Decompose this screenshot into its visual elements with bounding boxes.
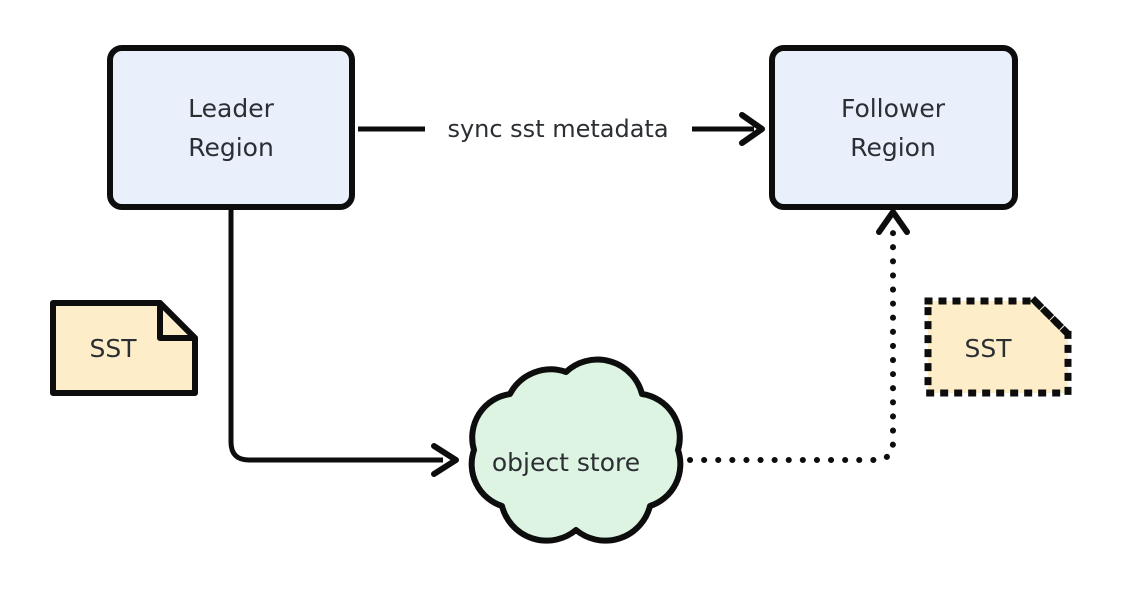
object-store-cloud[interactable]: object store <box>468 356 684 544</box>
follower-region-label-line2: Region <box>850 133 936 162</box>
edge-leader-to-object-store <box>228 210 459 477</box>
edge-fetch-path <box>687 225 896 463</box>
sst-right-label: SST <box>964 334 1012 363</box>
follower-region-box[interactable]: Follower Region <box>769 45 1018 210</box>
edge-object-store-to-follower <box>687 209 910 463</box>
leader-region-box[interactable]: Leader Region <box>107 45 355 210</box>
leader-region-label-line2: Region <box>188 133 274 162</box>
sst-right-fill[interactable] <box>928 301 1068 393</box>
leader-region-rect[interactable] <box>107 45 355 210</box>
sst-document-left[interactable]: SST <box>50 300 198 396</box>
sst-right-fold-icon <box>1030 296 1073 339</box>
edge-sync-sst-metadata: sync sst metadata <box>358 112 765 146</box>
edge-sync-label: sync sst metadata <box>447 115 668 143</box>
object-store-cloud-shape[interactable] <box>468 356 684 544</box>
edge-upload-path <box>228 210 443 463</box>
arrowhead-icon-fetch <box>876 209 910 235</box>
sst-right-body[interactable] <box>924 297 1072 397</box>
leader-region-label-line1: Leader <box>188 94 274 123</box>
object-store-label: object store <box>492 448 640 477</box>
sst-document-right[interactable]: SST <box>924 296 1073 397</box>
arrowhead-icon-sync <box>739 112 765 146</box>
arrowhead-icon-upload <box>431 443 459 477</box>
sst-left-label: SST <box>89 334 137 363</box>
follower-region-rect[interactable] <box>769 45 1018 210</box>
follower-region-label-line1: Follower <box>841 94 946 123</box>
sst-left-fold-icon <box>157 300 198 341</box>
